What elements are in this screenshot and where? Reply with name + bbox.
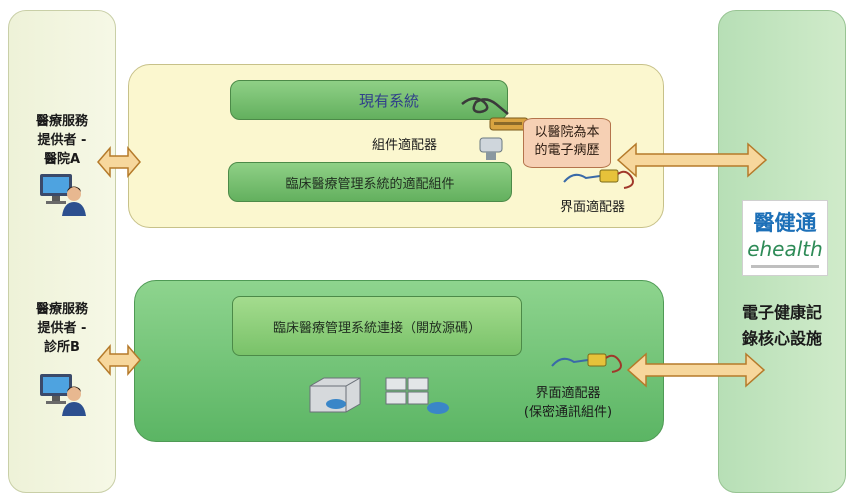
double-arrow-provider-a xyxy=(97,145,141,179)
logo-en-text: ehealth xyxy=(747,237,823,261)
provider-b-label: 醫療服務 提供者 - 診所B xyxy=(10,300,114,357)
provider-b-line3: 診所B xyxy=(44,340,80,355)
cms-adapter-label: 臨床醫療管理系統的適配組件 xyxy=(285,176,455,192)
hospital-interface-adapter-label: 界面適配器 xyxy=(560,200,626,215)
clinic-interface-adapter-line1: 界面適配器 xyxy=(535,386,601,401)
provider-column xyxy=(8,10,116,493)
logo-cn-text: 醫健通 xyxy=(753,211,817,235)
double-arrow-provider-b xyxy=(97,343,141,377)
provider-a-line3: 醫院A xyxy=(43,152,81,167)
cable-plug-icon xyxy=(551,353,622,373)
server-group-icon xyxy=(385,377,449,414)
adapter-device-icon xyxy=(479,137,503,160)
existing-system-label: 現有系統 xyxy=(358,91,419,110)
cable-plug-icon xyxy=(563,169,634,189)
ehealth-logo: 醫健通 ehealth xyxy=(742,200,828,276)
provider-b-line2: 提供者 - xyxy=(37,321,87,336)
ehr-line2: 的電子病歷 xyxy=(534,143,600,158)
core-label: 電子健康記 錄核心設施 xyxy=(720,300,844,352)
provider-a-line2: 提供者 - xyxy=(37,133,87,148)
double-arrow-clinic-core xyxy=(626,352,766,388)
server-icon xyxy=(309,377,361,413)
provider-a-line1: 醫療服務 xyxy=(35,114,88,129)
cable-plug-icon xyxy=(461,97,509,115)
existing-system-box: 現有系統 xyxy=(230,80,508,120)
component-adapter-label: 組件適配器 xyxy=(372,138,438,153)
cms-connect-box: 臨床醫療管理系統連接（開放源碼） xyxy=(232,296,522,356)
provider-b-line1: 醫療服務 xyxy=(35,302,88,317)
user-computer-icon xyxy=(40,174,86,216)
core-line1: 電子健康記 xyxy=(741,303,822,322)
logo-divider xyxy=(751,265,819,268)
double-arrow-hospital-core xyxy=(616,142,768,178)
user-computer-icon xyxy=(40,374,86,416)
cms-connect-label: 臨床醫療管理系統連接（開放源碼） xyxy=(272,320,481,336)
provider-a-label: 醫療服務 提供者 - 醫院A xyxy=(10,112,114,169)
ehr-line1: 以醫院為本 xyxy=(534,125,600,140)
core-line2: 錄核心設施 xyxy=(741,329,822,348)
ehr-cylinder: 以醫院為本 的電子病歷 xyxy=(523,118,611,168)
cms-adapter-box: 臨床醫療管理系統的適配組件 xyxy=(228,162,512,202)
clinic-interface-adapter-line2: (保密通訊組件) xyxy=(523,405,613,420)
clinic-interface-adapter-label: 界面適配器 (保密通訊組件) xyxy=(508,384,628,422)
